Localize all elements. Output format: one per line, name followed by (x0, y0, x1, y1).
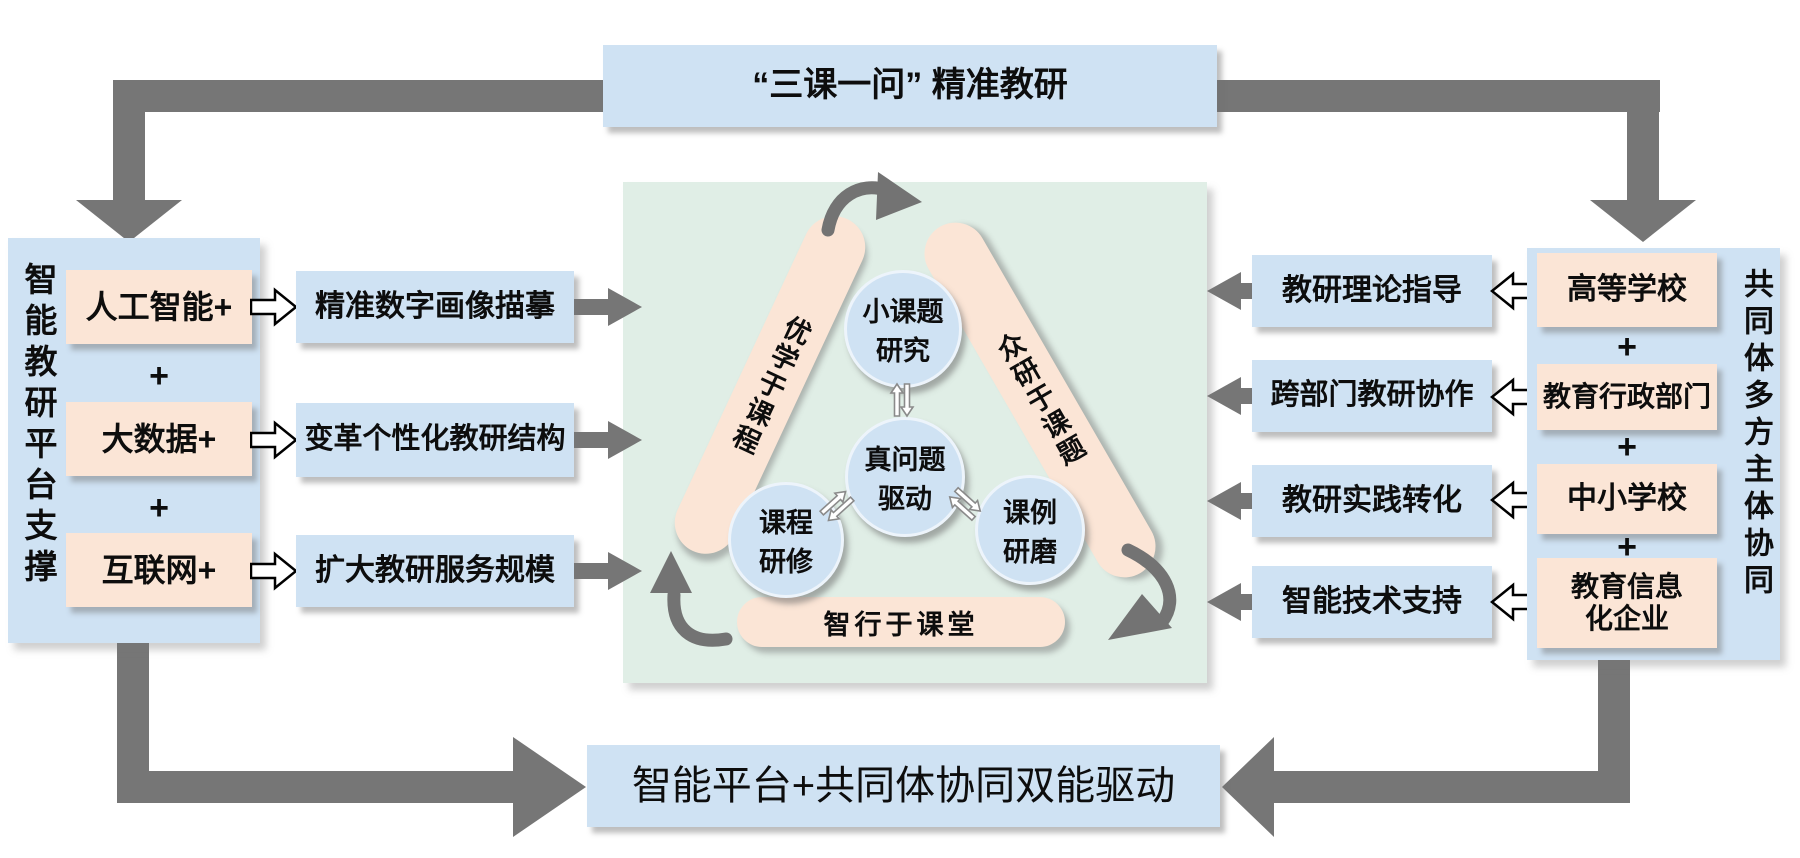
right-panel-title: 共同体多方主体协同 (1739, 268, 1772, 601)
left-panel-title: 智能教研平台支撑 (20, 262, 57, 590)
arrow-right-icon (574, 299, 608, 315)
circle-label-line: 课程 (759, 508, 813, 538)
arrow-left-icon (1241, 493, 1254, 509)
left-panel-item-label: 人工智能+ (85, 288, 233, 325)
right-panel-item-label: 教育行政部门 (1542, 380, 1711, 412)
arrow-left-head (1207, 377, 1241, 415)
exchange-arrow-icon (889, 382, 915, 418)
arrow-left-icon (1241, 388, 1254, 404)
left-panel-item-label: 大数据+ (101, 420, 217, 457)
right-box-label: 智能技术支持 (1282, 584, 1462, 618)
right-panel-item-edtech-company: 教育信息化企业 (1537, 558, 1717, 648)
left-box-personalized-structure: 变革个性化教研结构 (296, 403, 574, 477)
arrow-down-icon (76, 200, 182, 242)
right-box-tech-support: 智能技术支持 (1252, 566, 1492, 638)
circle-label-line: 课例 (1003, 498, 1057, 528)
circle-label-line: 研究 (876, 336, 930, 366)
plus-sign: + (1617, 427, 1637, 466)
arrow-right-head (608, 421, 642, 459)
circle-label-line: 驱动 (878, 484, 932, 514)
right-panel-item-label: 中小学校 (1567, 481, 1687, 515)
curved-arrow-top-icon (821, 172, 922, 237)
plus-sign: + (149, 356, 169, 395)
right-panel-item-label-line: 化企业 (1584, 603, 1669, 634)
circle-course-training: 课程研修 (728, 482, 844, 598)
top-banner: “三课一问” 精准教研 (603, 45, 1217, 127)
block-arrow-right-icon (250, 420, 298, 460)
arrow-left-head (1207, 272, 1241, 310)
exchange-arrow-icon (948, 486, 982, 522)
right-panel-item-label: 高等学校 (1567, 272, 1687, 306)
arrow-right-icon (574, 563, 608, 579)
right-box-practice-transform: 教研实践转化 (1252, 465, 1492, 537)
connector-bottom-right-horizontal (1272, 771, 1630, 803)
connector-top-right-vertical (1627, 80, 1659, 202)
connector-top-left-horizontal (115, 80, 607, 112)
curved-arrow-bottom-right-icon (1108, 543, 1177, 640)
left-panel-item-bigdata: 大数据+ (66, 402, 252, 476)
right-box-label: 跨部门教研协作 (1270, 379, 1474, 412)
left-box-digital-portrait: 精准数字画像描摹 (296, 271, 574, 343)
right-panel-item-label-line: 教育信息 (1570, 570, 1683, 602)
left-box-service-scale: 扩大教研服务规模 (296, 535, 574, 607)
circle-label-line: 真问题 (864, 445, 946, 475)
block-arrow-right-icon (250, 551, 298, 591)
arrow-left-icon (1241, 594, 1254, 610)
arrow-right-icon (513, 737, 586, 837)
top-banner-label: “三课一问” 精准教研 (752, 66, 1068, 105)
left-panel-item-label: 互联网+ (101, 551, 217, 588)
arrow-down-icon (1590, 200, 1696, 242)
plus-sign: + (1617, 527, 1637, 566)
arrow-left-head (1207, 482, 1241, 520)
exchange-arrow-icon (818, 490, 856, 522)
bottom-banner: 智能平台+共同体协同双能驱动 (587, 745, 1220, 827)
right-panel-item-university: 高等学校 (1537, 253, 1717, 327)
block-arrow-right-icon (250, 287, 298, 327)
circle-label-line: 小课题 (862, 297, 944, 327)
right-box-label: 教研实践转化 (1282, 483, 1462, 517)
arrow-left-icon (1241, 283, 1254, 299)
arrow-right-head (608, 288, 642, 326)
arrow-left-head (1207, 583, 1241, 621)
circle-lesson-polishing: 课例研磨 (975, 475, 1085, 585)
circle-label-line: 研修 (759, 547, 813, 577)
bar-zhixing-ketang: 智行于课堂 (737, 597, 1065, 647)
left-panel-item-internet: 互联网+ (66, 533, 252, 607)
curved-arrow-bottom-left-icon (650, 551, 733, 647)
arrow-left-icon (1222, 737, 1274, 837)
right-panel-item-k12-school: 中小学校 (1537, 464, 1717, 534)
left-panel-item-ai: 人工智能+ (66, 270, 252, 344)
connector-bottom-left-horizontal (117, 771, 513, 803)
connector-top-right-horizontal (1217, 80, 1660, 112)
left-box-label: 扩大教研服务规模 (315, 553, 555, 587)
left-box-label: 变革个性化教研结构 (304, 423, 566, 456)
right-box-theory-guidance: 教研理论指导 (1252, 255, 1492, 327)
circle-small-topic-research: 小课题研究 (844, 270, 962, 388)
arrow-right-icon (574, 432, 608, 448)
circle-real-problem-driven: 真问题驱动 (845, 417, 965, 537)
plus-sign: + (1617, 327, 1637, 366)
bar-label: 智行于课堂 (823, 609, 979, 640)
arrow-right-head (608, 552, 642, 590)
right-panel-item-edu-admin: 教育行政部门 (1537, 364, 1717, 430)
circle-label-line: 研磨 (1003, 537, 1057, 567)
right-box-cross-dept: 跨部门教研协作 (1252, 360, 1492, 432)
bottom-banner-label: 智能平台+共同体协同双能驱动 (631, 764, 1176, 808)
plus-sign: + (149, 488, 169, 527)
left-box-label: 精准数字画像描摹 (315, 289, 555, 323)
right-box-label: 教研理论指导 (1282, 273, 1462, 307)
connector-top-left-vertical (113, 80, 145, 202)
